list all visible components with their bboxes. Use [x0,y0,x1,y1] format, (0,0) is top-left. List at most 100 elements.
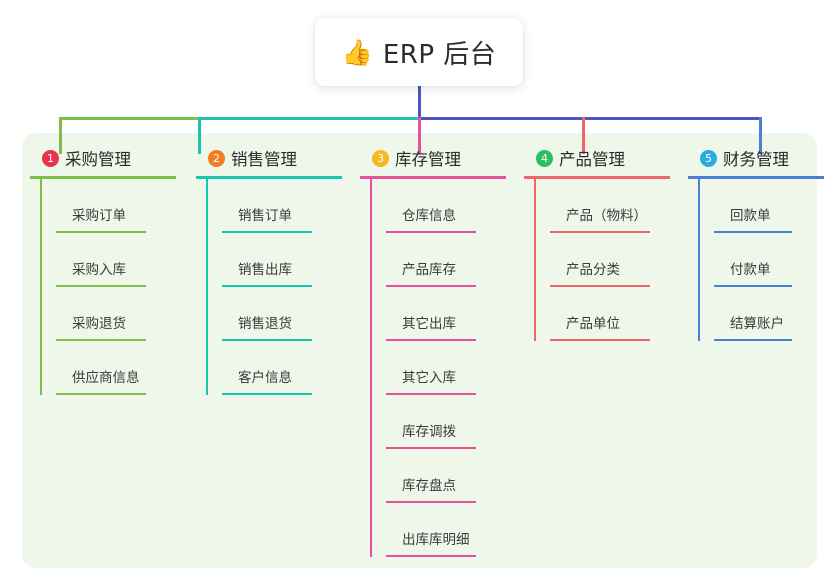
branch-child-label: 销售出库 [238,262,292,278]
branch-child-underline [56,393,146,395]
branch-column-3: 3 库存管理仓库信息产品库存其它出库其它入库库存调拨库存盘点出库库明细 [360,146,510,557]
branch-child-underline [714,339,792,341]
drop-line-3 [418,117,421,154]
branch-child-label: 销售订单 [238,208,292,224]
branch-child-item[interactable]: 产品分类 [540,233,674,287]
branches-panel [22,133,817,568]
branch-number-badge: 1 [42,149,59,167]
branch-header-3[interactable]: 3 库存管理 [360,146,510,170]
branch-title: 财务管理 [723,150,789,169]
branch-child-underline [386,393,476,395]
branch-child-item[interactable]: 销售出库 [212,233,346,287]
branch-child-item[interactable]: 采购订单 [46,179,180,233]
root-node[interactable]: 👍 ERP 后台 [315,18,523,86]
branch-underline [524,176,670,179]
branch-column-1: 1 采购管理采购订单采购入库采购退货供应商信息 [30,146,180,395]
branch-child-label: 产品单位 [566,316,620,332]
branch-child-underline [386,231,476,233]
branch-child-item[interactable]: 产品单位 [540,287,674,341]
branch-child-underline [222,285,312,287]
branch-underline [196,176,342,179]
branch-child-label: 采购订单 [72,208,126,224]
branch-column-2: 2 销售管理销售订单销售出库销售退货客户信息 [196,146,346,395]
branch-children: 仓库信息产品库存其它出库其它入库库存调拨库存盘点出库库明细 [360,179,510,557]
branch-child-label: 出库库明细 [402,532,470,548]
bus-segment-blue [418,117,761,120]
branch-trunk-line [40,179,42,395]
branch-children: 采购订单采购入库采购退货供应商信息 [30,179,180,395]
branch-children: 产品（物料） 产品分类产品单位 [524,179,674,341]
drop-line-2 [198,117,201,154]
branch-trunk-line [206,179,208,395]
branch-child-underline [714,231,792,233]
branch-children: 销售订单销售出库销售退货客户信息 [196,179,346,395]
branch-child-label: 产品库存 [402,262,456,278]
branch-child-label: 其它出库 [402,316,456,332]
branch-child-underline [550,339,650,341]
branch-child-label: 产品分类 [566,262,620,278]
branch-child-label: 销售退货 [238,316,292,332]
branch-child-underline [222,393,312,395]
branch-title: 采购管理 [65,150,131,169]
branch-number-badge: 3 [372,149,389,167]
branch-trunk-line [534,179,536,341]
branch-child-underline [56,231,146,233]
branch-title: 销售管理 [231,150,297,169]
branch-child-item[interactable]: 出库库明细 [376,503,510,557]
branch-child-item[interactable]: 产品（物料） [540,179,674,233]
branch-child-item[interactable]: 采购入库 [46,233,180,287]
branch-child-label: 付款单 [730,262,771,278]
branch-child-underline [550,231,650,233]
drop-line-1 [59,117,62,154]
branch-child-label: 库存盘点 [402,478,456,494]
branch-trunk-line [698,179,700,341]
branch-child-item[interactable]: 回款单 [704,179,828,233]
branch-child-label: 库存调拨 [402,424,456,440]
branch-trunk-line [370,179,372,557]
branch-child-underline [550,285,650,287]
root-stem-line [418,86,421,119]
branch-child-item[interactable]: 供应商信息 [46,341,180,395]
branch-child-item[interactable]: 销售订单 [212,179,346,233]
branch-child-item[interactable]: 仓库信息 [376,179,510,233]
branch-child-item[interactable]: 结算账户 [704,287,828,341]
branch-child-underline [56,285,146,287]
branch-child-underline [386,285,476,287]
branch-child-item[interactable]: 客户信息 [212,341,346,395]
branch-child-underline [386,501,476,503]
branch-child-underline [222,231,312,233]
branch-header-1[interactable]: 1 采购管理 [30,146,180,170]
branch-child-label: 回款单 [730,208,771,224]
branch-title: 库存管理 [395,150,461,169]
branch-number-badge: 2 [208,149,225,167]
branch-header-2[interactable]: 2 销售管理 [196,146,346,170]
branch-underline [688,176,824,179]
thumbs-up-icon: 👍 [341,37,373,67]
drop-line-5 [759,117,762,154]
bus-segment-teal [198,117,420,120]
branch-child-label: 结算账户 [730,316,784,332]
branch-child-item[interactable]: 产品库存 [376,233,510,287]
branch-child-underline [222,339,312,341]
branch-child-label: 采购入库 [72,262,126,278]
branch-child-item[interactable]: 库存调拨 [376,395,510,449]
branch-child-item[interactable]: 库存盘点 [376,449,510,503]
branch-child-underline [386,447,476,449]
branch-child-underline [386,555,476,557]
branch-child-underline [714,285,792,287]
branch-child-label: 仓库信息 [402,208,456,224]
branch-child-label: 供应商信息 [72,370,140,386]
bus-segment-green [59,117,200,120]
drop-line-4 [582,117,585,154]
branch-child-item[interactable]: 其它入库 [376,341,510,395]
branch-children: 回款单付款单结算账户 [688,179,828,341]
branch-child-item[interactable]: 采购退货 [46,287,180,341]
branch-child-item[interactable]: 销售退货 [212,287,346,341]
branch-child-item[interactable]: 付款单 [704,233,828,287]
branch-child-item[interactable]: 其它出库 [376,287,510,341]
